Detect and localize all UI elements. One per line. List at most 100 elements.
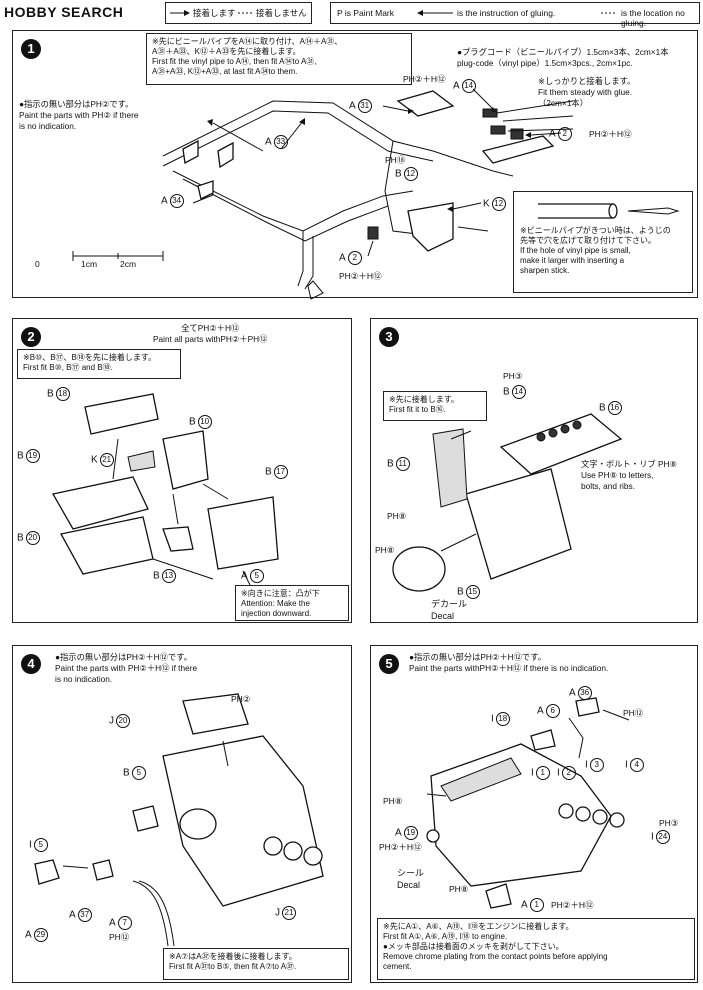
note-line: First fit it to B⑯. bbox=[389, 405, 446, 414]
note-line: ●指示の無い部分はPH②＋H⑫です。 bbox=[409, 652, 546, 662]
part-letter: B bbox=[17, 450, 24, 462]
paint-code: PH②＋H⑫ bbox=[403, 74, 446, 84]
note-line: Paint all parts withPH②＋PH⑫ bbox=[153, 333, 268, 344]
part-number: 21 bbox=[282, 906, 296, 920]
engine-head-drawing bbox=[392, 413, 623, 592]
part-number: 19 bbox=[403, 826, 418, 840]
watermark-logo: HOBBY SEARCH bbox=[4, 4, 124, 20]
part-letter: A bbox=[453, 80, 460, 92]
part-number: 4 bbox=[629, 758, 644, 772]
part-number: 2 bbox=[557, 127, 572, 141]
part-number: 7 bbox=[117, 916, 132, 930]
step-2-panel: 2 全てPH②＋H⑫ Paint all parts withPH②＋PH⑫ ※… bbox=[12, 318, 352, 623]
decal-label: デカール Decal bbox=[431, 599, 467, 622]
part-letter: B bbox=[457, 586, 464, 598]
part-number: 19 bbox=[25, 449, 40, 463]
part-letter: B bbox=[387, 458, 394, 470]
note-line: デカール bbox=[431, 599, 468, 609]
part-number: 31 bbox=[357, 99, 372, 113]
vinyl-pipe-illustration bbox=[538, 203, 680, 219]
note-line: First fit B⑩, B⑰ and B⑱. bbox=[23, 363, 113, 372]
paint-code: PH⑧ bbox=[387, 511, 407, 521]
part-number: 20 bbox=[116, 714, 130, 728]
note-line: plug-code（vinyl pipe）1.5cm×3pcs., 2cm×1p… bbox=[457, 57, 633, 68]
legend-location: is the location no gluing. bbox=[621, 8, 685, 29]
part-letter: A bbox=[241, 570, 248, 582]
engine-case-drawing bbox=[51, 393, 279, 592]
note-line: 文字・ボルト・リブ PH⑧ bbox=[581, 459, 677, 469]
part-letter: K bbox=[483, 198, 490, 210]
part-number: 21 bbox=[99, 453, 114, 467]
step-1-number: 1 bbox=[21, 39, 41, 59]
part-letter: J bbox=[109, 715, 114, 727]
part-number: 3 bbox=[589, 758, 604, 772]
part-number: 5 bbox=[131, 766, 146, 780]
part-letter: I bbox=[491, 713, 494, 725]
part-letter: A bbox=[161, 195, 168, 207]
attention-note: ※向きに注意：凸が下 Attention: Make the injection… bbox=[235, 585, 349, 621]
legend-glue: 接着します bbox=[193, 8, 236, 18]
part-letter: B bbox=[189, 416, 196, 428]
part-number: 16 bbox=[607, 401, 622, 415]
note-line: Decal bbox=[431, 610, 455, 621]
paint-code: PH②＋H⑫ bbox=[339, 271, 382, 281]
plug-cord-note: ●プラグコード（ビニールパイプ）1.5cm×3本、2cm×1本 plug-cod… bbox=[457, 47, 669, 69]
note-line: ●指示の無い部分はPH②＋H⑫です。 bbox=[55, 652, 192, 662]
part-letter: A bbox=[25, 929, 32, 941]
part-number: 14 bbox=[461, 79, 476, 93]
part-letter: A bbox=[569, 687, 576, 699]
note-line: 先等で穴を広げて取り付けて下さい。 bbox=[520, 236, 656, 245]
part-number: 36 bbox=[577, 686, 592, 700]
part-letter: I bbox=[29, 839, 32, 851]
part-letter: B bbox=[153, 570, 160, 582]
frame-line-art bbox=[72, 88, 574, 300]
note-line: Use PH⑧ to letters, bbox=[581, 469, 654, 480]
part-letter: A bbox=[109, 917, 116, 929]
part-number: 5 bbox=[249, 569, 264, 583]
part-letter: A bbox=[349, 100, 356, 112]
paint-code: PH③ bbox=[503, 371, 523, 381]
step-5-order-note: ※先にA①、A⑥、A⑲、I⑱をエンジンに接着します。 First fit A①,… bbox=[377, 918, 695, 980]
legend-paint: P is Paint Mark bbox=[337, 8, 395, 18]
note-line: ※向きに注意：凸が下 bbox=[241, 589, 320, 598]
step-5-default-paint-note: ●指示の無い部分はPH②＋H⑫です。 Paint the parts withP… bbox=[409, 652, 608, 674]
part-letter: I bbox=[585, 759, 588, 771]
paint-code: PH⑧ bbox=[375, 545, 395, 555]
note-line: ●指示の無い部分はPH②です。 bbox=[19, 99, 134, 109]
note-line: ※B⑩、B⑰、B⑱を先に接着します。 bbox=[23, 353, 157, 362]
paint-code: PH③ bbox=[659, 818, 679, 828]
note-line: Paint the parts with PH② if there bbox=[19, 109, 139, 120]
note-line: bolts, and ribs. bbox=[581, 480, 635, 491]
note-line: ※先にビニールパイプをA⑭に取り付け、A⑭＋A㉛、 bbox=[152, 37, 343, 46]
note-line: Decal bbox=[397, 879, 421, 890]
step-4-panel: 4 ●指示の無い部分はPH②＋H⑫です。 Paint the parts wit… bbox=[12, 645, 352, 983]
part-letter: A bbox=[549, 128, 556, 140]
part-letter: I bbox=[651, 831, 654, 843]
note-line: Paint the parts with PH②＋H⑫ if there bbox=[55, 662, 198, 673]
step-5-panel: 5 ●指示の無い部分はPH②＋H⑫です。 Paint the parts wit… bbox=[370, 645, 698, 983]
part-number: 11 bbox=[395, 457, 410, 471]
paint-code: PH②＋H⑫ bbox=[379, 842, 422, 852]
note-line: sharpen stick. bbox=[520, 266, 570, 275]
part-letter: B bbox=[123, 767, 130, 779]
step-2-number: 2 bbox=[21, 327, 41, 347]
note-line: ※A⑦はA㊲を接着後に接着します。 bbox=[169, 952, 297, 961]
note-line: First fit A①, A⑥, A⑲, I⑱ to engine. bbox=[383, 932, 508, 941]
frame-drawing bbox=[72, 88, 574, 300]
paint-code: PH⑫ bbox=[109, 932, 130, 942]
part-number: 1 bbox=[535, 766, 550, 780]
part-letter: A bbox=[537, 705, 544, 717]
